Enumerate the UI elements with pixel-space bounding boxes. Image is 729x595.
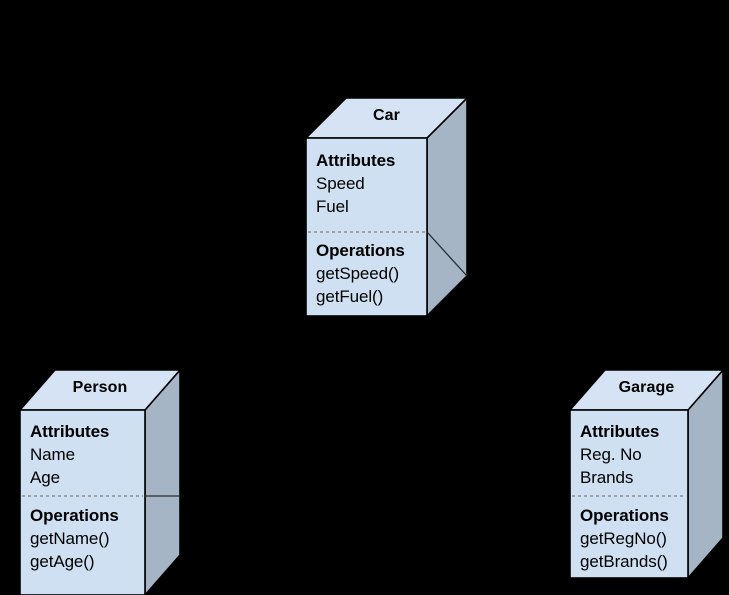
garage-operation-item: getRegNo()	[580, 529, 667, 548]
garage-front-face	[569, 409, 689, 579]
garage-attribute-item: Reg. No	[580, 445, 642, 464]
person-operations-header: Operations	[30, 506, 119, 525]
person-attributes-compartment: Attributes Name Age	[30, 420, 109, 489]
garage-attributes-header: Attributes	[580, 422, 660, 441]
car-operations-compartment: Operations getSpeed() getFuel()	[316, 239, 405, 308]
car-attribute-item: Speed	[316, 174, 365, 193]
person-operation-item: getAge()	[30, 552, 95, 571]
car-attributes-compartment: Attributes Speed Fuel	[316, 149, 395, 218]
person-operation-item: getName()	[30, 529, 110, 548]
person-title: Person	[72, 379, 128, 396]
class-box-car[interactable]: Car Attributes Speed Fuel Operations get…	[304, 96, 471, 318]
garage-operations-compartment: Operations getRegNo() getBrands()	[580, 504, 669, 573]
car-attribute-item: Fuel	[316, 197, 349, 216]
garage-attribute-item: Brands	[580, 468, 634, 487]
car-front-face	[305, 137, 428, 317]
car-side-divider-edge	[426, 231, 468, 277]
class-box-person[interactable]: Person Attributes Name Age Operations ge…	[18, 367, 185, 595]
garage-operation-item: getBrands()	[580, 552, 668, 571]
car-title: Car	[373, 107, 400, 124]
class-box-garage[interactable]: Garage Attributes Reg. No Brands Operati…	[568, 367, 729, 581]
garage-title: Garage	[618, 379, 675, 396]
person-attributes-header: Attributes	[30, 422, 110, 441]
car-attributes-header: Attributes	[316, 151, 396, 170]
person-front-face	[19, 409, 146, 595]
person-attribute-item: Name	[30, 445, 75, 464]
garage-operations-header: Operations	[580, 506, 669, 525]
car-operation-item: getSpeed()	[316, 264, 400, 283]
person-attribute-item: Age	[30, 468, 60, 487]
garage-attributes-compartment: Attributes Reg. No Brands	[580, 420, 659, 489]
person-operations-compartment: Operations getName() getAge()	[30, 504, 119, 573]
car-operation-item: getFuel()	[316, 287, 384, 306]
car-operations-header: Operations	[316, 241, 405, 260]
